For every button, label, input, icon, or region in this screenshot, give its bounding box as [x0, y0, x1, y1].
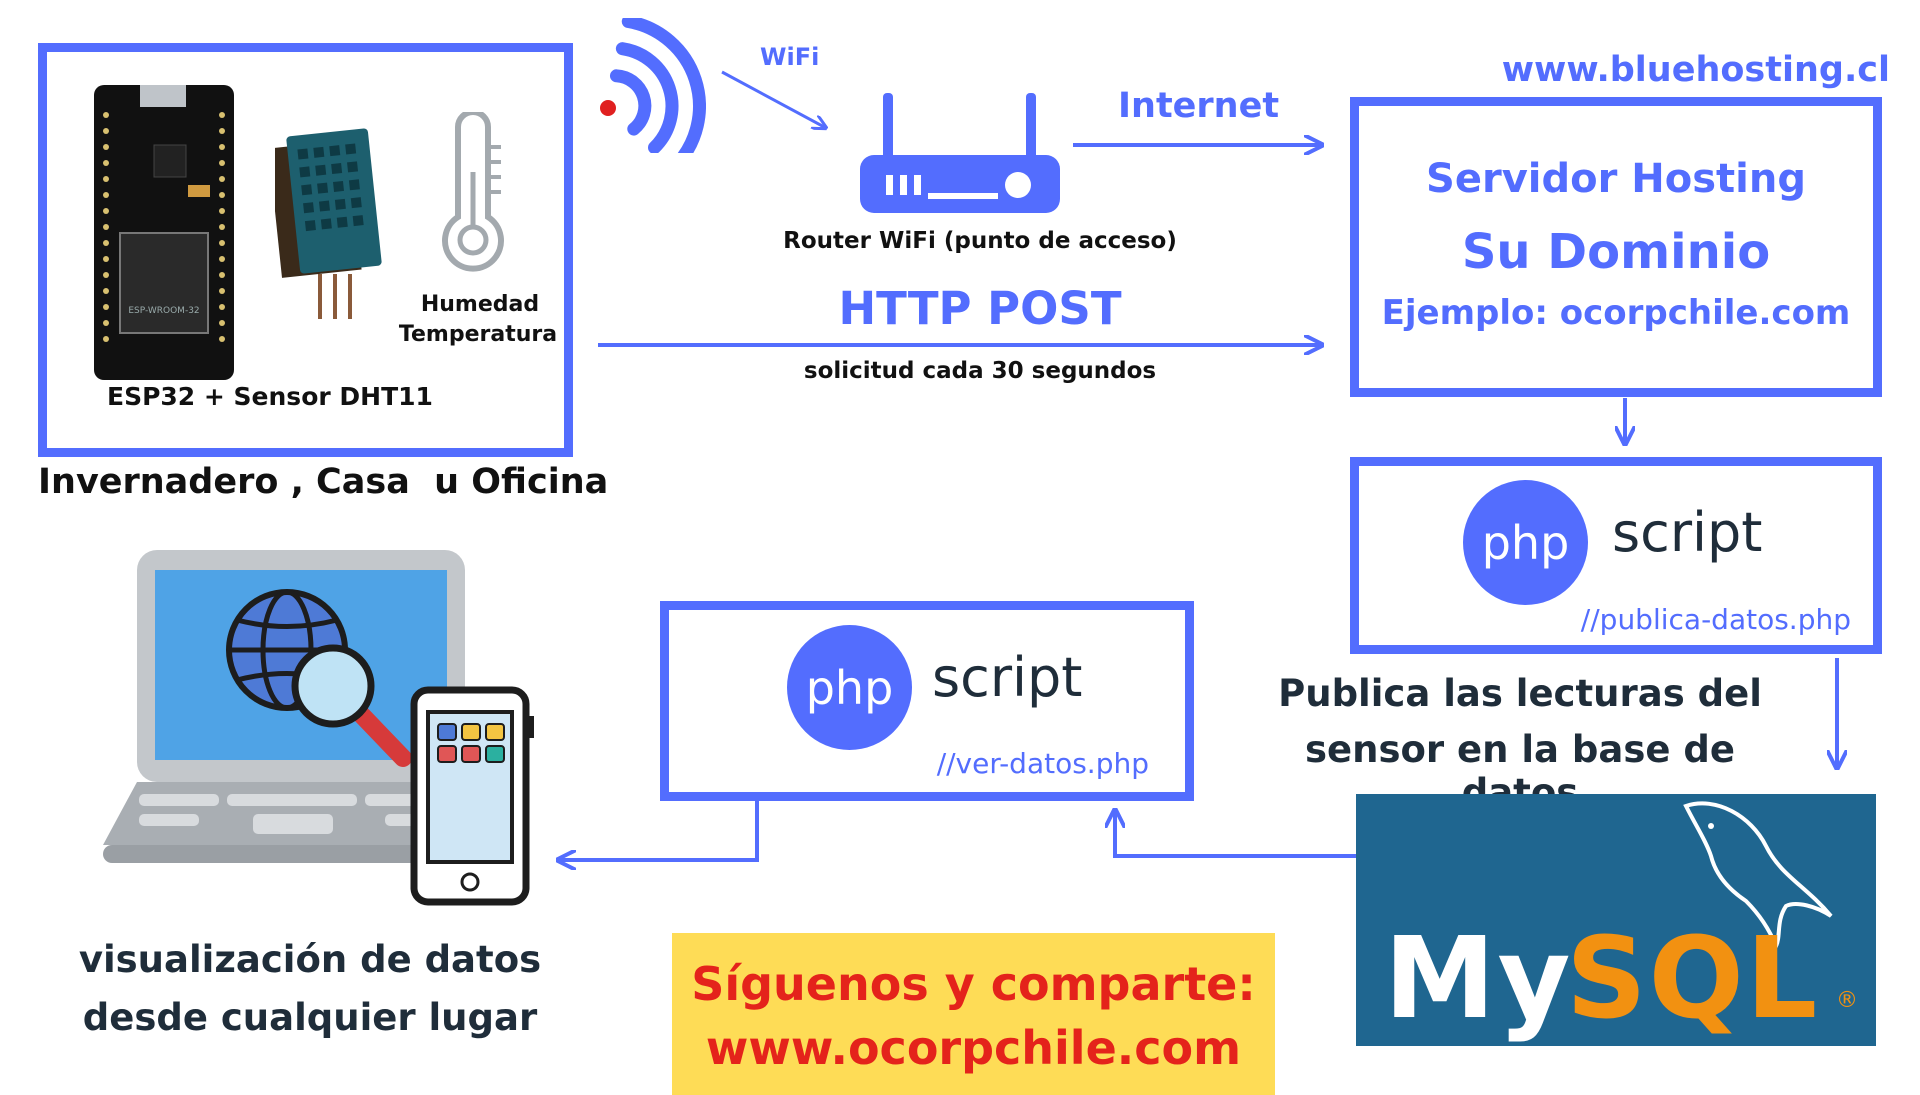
php-logo-icon: php	[787, 625, 912, 750]
device-box: ESP-WROOM-32 Humedad Temperatura ESP32 +…	[38, 43, 573, 457]
location-label: Invernadero , Casa u Oficina	[38, 462, 609, 502]
mysql-logo-sql: SQL	[1566, 914, 1820, 1044]
hosting-example: Ejemplo: ocorpchile.com	[1381, 293, 1851, 333]
mysql-registered-mark: ®	[1836, 988, 1858, 1013]
internet-label: Internet	[1118, 86, 1280, 126]
svg-text:ESP-WROOM-32: ESP-WROOM-32	[128, 306, 199, 316]
php-script-publica-box: php script //publica-datos.php	[1350, 457, 1882, 654]
script-label: script	[932, 646, 1083, 709]
hosting-title: Servidor Hosting	[1426, 156, 1806, 202]
dolphin-icon	[1683, 801, 1833, 951]
script-file-name: //publica-datos.php	[1580, 603, 1851, 636]
router-icon	[860, 93, 1060, 213]
ver-script-to-devices-arrow	[558, 797, 759, 860]
script-file-name: //ver-datos.php	[936, 747, 1149, 780]
promo-website-link[interactable]: www.ocorpchile.com	[705, 1021, 1242, 1075]
visualization-caption-line1: visualización de datos	[78, 938, 542, 981]
http-post-title: HTTP POST	[838, 282, 1122, 335]
router-label: Router WiFi (punto de acceso)	[783, 228, 1177, 254]
smartphone-icon	[410, 686, 534, 906]
hosting-server-box: Servidor Hosting Su Dominio Ejemplo: oco…	[1350, 97, 1882, 397]
http-post-subtitle: solicitud cada 30 segundos	[803, 358, 1157, 384]
device-caption: ESP32 + Sensor DHT11	[107, 382, 433, 411]
php-logo-icon: php	[1463, 480, 1588, 605]
php-script-ver-box: php script //ver-datos.php	[660, 601, 1194, 801]
mysql-to-ver-script-arrow	[1115, 810, 1356, 858]
thermometer-icon	[442, 112, 504, 272]
wifi-arrow	[721, 70, 826, 128]
esp32-board-icon: ESP-WROOM-32	[94, 85, 234, 380]
hosting-url: www.bluehosting.cl	[1501, 50, 1890, 90]
promo-banner: Síguenos y comparte: www.ocorpchile.com	[672, 933, 1275, 1095]
globe-search-icon	[226, 589, 412, 767]
hosting-domain: Su Dominio	[1461, 224, 1771, 280]
dht11-sensor-icon	[275, 128, 382, 319]
mysql-logo-my: My	[1384, 914, 1573, 1044]
sensor-temperature-label: Temperatura	[398, 322, 558, 347]
wifi-label: WiFi	[760, 43, 820, 71]
visualization-caption-line2: desde cualquier lugar	[82, 996, 538, 1039]
sensor-humidity-label: Humedad	[420, 292, 540, 317]
promo-line1: Síguenos y comparte:	[691, 957, 1256, 1011]
publish-caption-line1: Publica las lecturas del	[1278, 672, 1762, 715]
mysql-logo: My SQL ®	[1356, 794, 1876, 1046]
wifi-signal-icon	[600, 18, 706, 153]
script-label: script	[1612, 501, 1763, 564]
